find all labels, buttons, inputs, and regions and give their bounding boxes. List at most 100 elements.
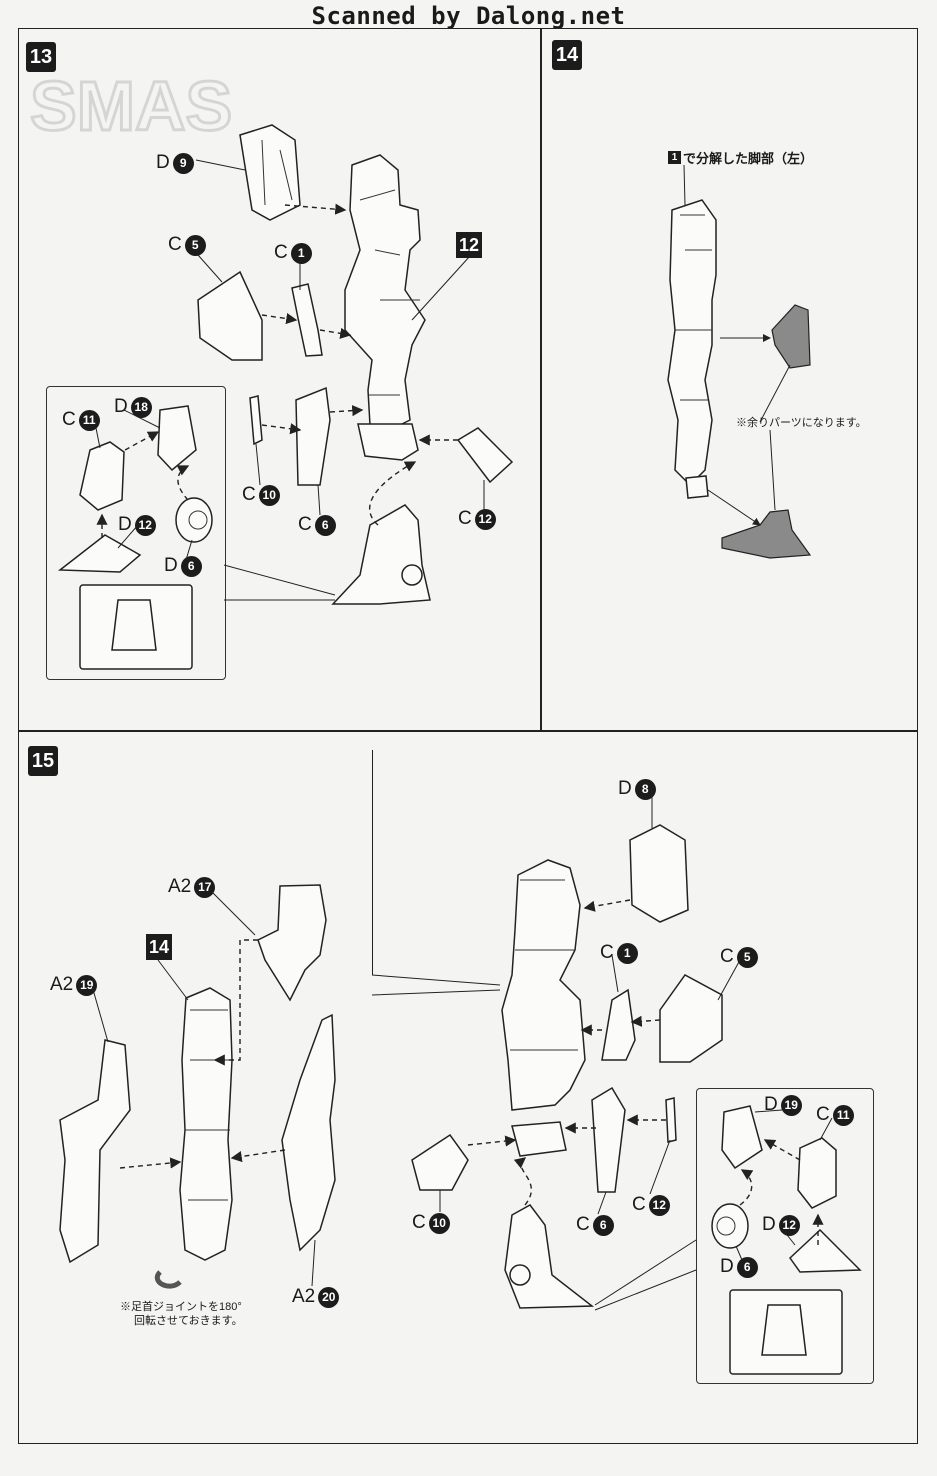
part-number: 9 — [172, 152, 194, 174]
part-letter: D — [114, 396, 128, 417]
part-letter: C — [274, 242, 288, 263]
part-number: 12 — [134, 514, 156, 536]
label-c11: C 11 — [62, 409, 100, 431]
step15-c10-part — [411, 1133, 469, 1191]
step14-spare-joint — [771, 304, 811, 369]
step14-leg — [667, 199, 717, 499]
part-letter: C — [458, 508, 472, 529]
step13-d9-part — [239, 124, 301, 221]
step15-c12-part — [665, 1097, 677, 1143]
label-c11-right: C 11 — [816, 1104, 854, 1126]
part-letter: C — [632, 1194, 646, 1215]
part-letter: D — [720, 1256, 734, 1277]
step14-spare-foot — [721, 509, 812, 559]
part-letter: D — [156, 152, 170, 173]
part-number: 12 — [648, 1194, 670, 1216]
part-number: 1 — [290, 242, 312, 264]
step-14-note: ※余りパーツになります。 — [736, 417, 867, 429]
step15-c6-part — [591, 1086, 626, 1193]
part-letter: C — [816, 1104, 830, 1125]
arrow-d8 — [583, 899, 631, 912]
label-c10: C 10 — [242, 484, 280, 506]
step-14-title: 1 で分解した脚部（左） — [668, 148, 813, 167]
part-number: 11 — [832, 1104, 854, 1126]
step-14-number: 14 — [552, 40, 582, 70]
step13-c12-part — [456, 427, 514, 484]
arrow-inset-d6 — [176, 465, 190, 501]
part-letter: C — [298, 514, 312, 535]
step15-a2-19-part — [59, 1039, 131, 1264]
label-a2-17: A2 17 — [168, 876, 216, 898]
arrow-a2-20 — [230, 1149, 286, 1163]
rotate-arrow-icon — [155, 1270, 182, 1289]
step-15-foot-inset — [696, 1088, 874, 1384]
label-a2-20: A2 20 — [292, 1286, 340, 1308]
label-d9: D 9 — [156, 152, 194, 174]
label-c6: C 6 — [298, 514, 336, 536]
step-13-number: 13 — [26, 42, 56, 72]
label-d6: D 6 — [164, 555, 202, 577]
label-c5-right: C 5 — [720, 946, 758, 968]
step13-main-leg — [344, 154, 426, 431]
part-letter: A2 — [168, 876, 192, 897]
step14-arrow-foot — [707, 489, 761, 526]
label-c1: C 1 — [274, 242, 312, 264]
part-number: 11 — [78, 409, 100, 431]
step15-foot — [504, 1204, 595, 1309]
label-c1-right: C 1 — [600, 942, 638, 964]
part-number: 17 — [194, 876, 216, 898]
label-d18: D 18 — [114, 396, 152, 418]
label-d12: D 12 — [118, 514, 156, 536]
step15-leg-14 — [179, 987, 233, 1261]
divider-vertical-top — [540, 28, 542, 730]
part-number: 6 — [314, 514, 336, 536]
part-letter: D — [618, 778, 632, 799]
arrow-a2-17 — [213, 939, 258, 1066]
step13-ankle — [357, 423, 419, 461]
part-number: 19 — [780, 1094, 802, 1116]
label-c12-right: C 12 — [632, 1194, 670, 1216]
step15-main-leg — [501, 859, 586, 1157]
divider-horizontal — [18, 730, 917, 732]
part-letter: D — [762, 1214, 776, 1235]
label-d19: D 19 — [764, 1094, 802, 1116]
arrow-foot-right — [513, 1157, 532, 1206]
part-number: 8 — [634, 778, 656, 800]
step-15-number: 15 — [28, 746, 58, 776]
step-13-foot-inset — [46, 386, 226, 680]
part-number: 10 — [428, 1212, 450, 1234]
step15-c1-part — [601, 988, 636, 1061]
label-d12-right: D 12 — [762, 1214, 800, 1236]
step15-a2-20-part — [281, 1013, 336, 1252]
label-d8: D 8 — [618, 778, 656, 800]
arrow-c5 — [261, 313, 298, 325]
step-15-note-line2: 回転させておきます。 — [134, 1315, 243, 1327]
label-c6-right: C 6 — [576, 1214, 614, 1236]
scan-credit: Scanned by Dalong.net — [311, 2, 626, 30]
step13-c6-part — [295, 386, 331, 486]
arrow-c10-right — [467, 1135, 517, 1147]
step13-c5-part — [197, 270, 263, 361]
page-frame — [18, 28, 918, 1444]
part-number: 18 — [130, 396, 152, 418]
part-number: 10 — [258, 484, 280, 506]
part-number: 6 — [736, 1256, 758, 1278]
step15-inset-parts — [711, 1105, 862, 1375]
title-text: で分解した脚部（左） — [683, 151, 814, 166]
part-number: 6 — [592, 1214, 614, 1236]
arrow-inset-d18 — [124, 431, 160, 451]
arrow-inset-d19 — [763, 1139, 801, 1161]
part-letter: C — [62, 409, 76, 430]
part-number: 5 — [184, 234, 206, 256]
part-number: 5 — [736, 946, 758, 968]
part-letter: D — [118, 514, 132, 535]
svg-text:SMAS: SMAS — [30, 67, 232, 145]
step13-c10-part — [249, 395, 263, 446]
part-letter: C — [720, 946, 734, 967]
inset-leader-15 — [594, 1239, 697, 1311]
arrow-d9 — [284, 203, 347, 215]
title-tag: 1 — [668, 151, 681, 164]
assembly-tag-14: 14 — [146, 934, 172, 960]
label-c5: C 5 — [168, 234, 206, 256]
